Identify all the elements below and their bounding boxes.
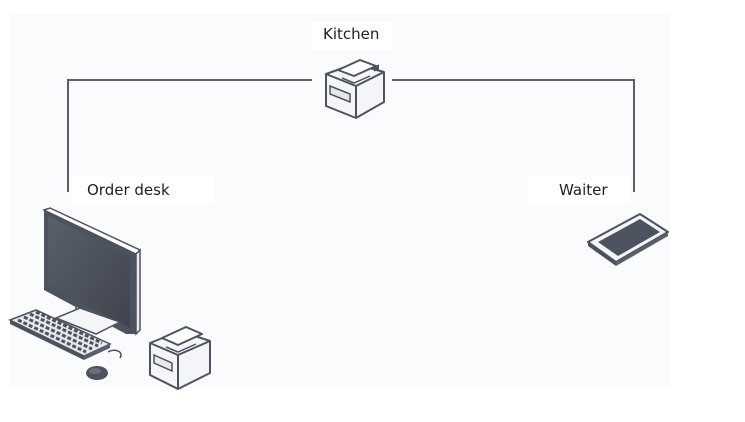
kitchen-label-background (312, 22, 392, 50)
kitchen-label: Kitchen (323, 25, 380, 43)
desktop-computer-icon (42, 207, 142, 336)
mouse-icon (86, 349, 122, 380)
tablet-icon (587, 213, 669, 266)
receipt-printer-icon (149, 326, 211, 390)
receipt-printer-icon (325, 59, 385, 119)
connection-line-kitchen-waiter (392, 79, 635, 192)
order-desk-label-background (72, 176, 214, 204)
order-desk-label: Order desk (87, 181, 170, 199)
connection-line-order-desk-kitchen (67, 79, 312, 192)
waiter-label-background (528, 176, 630, 204)
keyboard-icon (8, 309, 112, 360)
waiter-label: Waiter (559, 181, 608, 199)
